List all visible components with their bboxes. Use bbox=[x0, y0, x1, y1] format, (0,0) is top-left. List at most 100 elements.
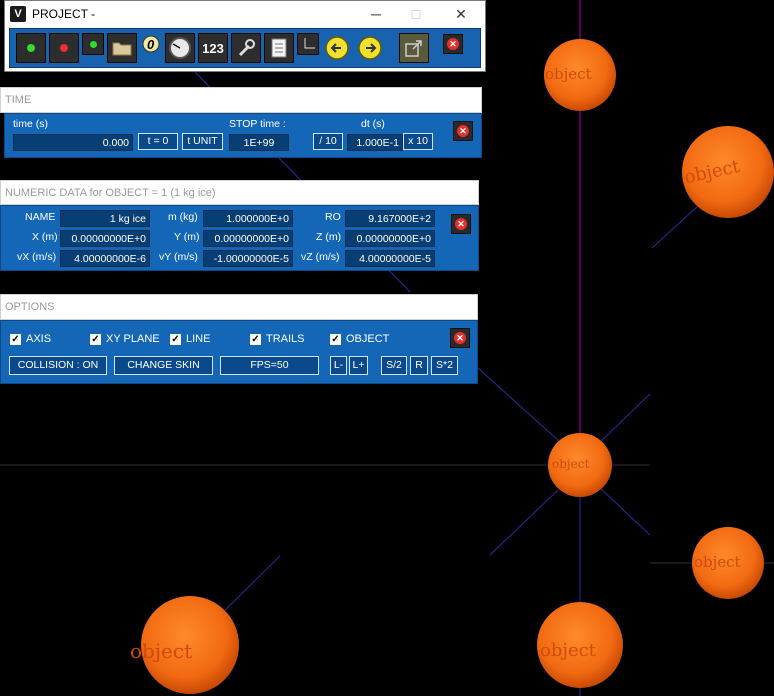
folder-icon bbox=[112, 42, 132, 56]
toolbar: 0 123 ✕ bbox=[9, 28, 481, 68]
popout-button[interactable] bbox=[399, 33, 429, 63]
divide-10-button[interactable]: / 10 bbox=[313, 133, 343, 150]
xy-plane-checkbox[interactable]: ✓XY PLANE bbox=[90, 333, 160, 345]
axis-checkbox-label: AXIS bbox=[26, 333, 52, 345]
close-options-panel-button[interactable]: ✕ bbox=[450, 328, 470, 348]
maximize-button[interactable]: □ bbox=[411, 6, 421, 22]
time-field[interactable]: 0.000 bbox=[13, 134, 133, 151]
axes-icon bbox=[304, 38, 315, 49]
line-checkbox[interactable]: ✓LINE bbox=[170, 333, 210, 345]
step-button[interactable] bbox=[82, 33, 104, 55]
scale-double-button[interactable]: S*2 bbox=[431, 356, 458, 375]
title-bar[interactable]: V PROJECT - ─ □ ✕ bbox=[5, 1, 485, 27]
small-green-dot-icon bbox=[89, 40, 97, 48]
x-field[interactable]: 0.00000000E+0 bbox=[60, 230, 150, 247]
clock-icon bbox=[169, 37, 191, 59]
stop-button[interactable] bbox=[49, 33, 79, 63]
tools-button[interactable] bbox=[231, 33, 261, 63]
red-dot-icon bbox=[60, 44, 68, 52]
time-panel: time (s) 0.000 t = 0 t UNIT STOP time : … bbox=[4, 113, 482, 158]
notes-button[interactable] bbox=[264, 33, 294, 63]
reset-button[interactable]: 0 bbox=[140, 33, 162, 55]
x-label: X (m) bbox=[32, 231, 58, 243]
close-window-button[interactable]: ✕ bbox=[455, 5, 467, 22]
trail-line bbox=[599, 487, 651, 536]
svg-text:0: 0 bbox=[147, 37, 155, 52]
y-label: Y (m) bbox=[174, 231, 200, 243]
scale-reset-button[interactable]: R bbox=[410, 356, 428, 375]
ro-label: RO bbox=[325, 211, 341, 223]
light-increase-button[interactable]: L+ bbox=[349, 356, 368, 375]
trail-line bbox=[599, 393, 651, 443]
sphere-label: object bbox=[552, 457, 589, 471]
sphere-object[interactable]: object bbox=[548, 433, 612, 497]
dt-field[interactable]: 1.000E-1 bbox=[347, 134, 403, 151]
numeric-button[interactable]: 123 bbox=[198, 33, 228, 63]
previous-button[interactable] bbox=[322, 33, 352, 63]
object-checkbox[interactable]: ✓OBJECT bbox=[330, 333, 389, 345]
close-time-panel-button[interactable]: ✕ bbox=[453, 121, 473, 141]
z-field[interactable]: 0.00000000E+0 bbox=[345, 230, 435, 247]
trail-line bbox=[214, 555, 281, 621]
axes-button[interactable] bbox=[297, 33, 319, 55]
popout-icon bbox=[405, 40, 422, 57]
close-toolbar-button[interactable]: ✕ bbox=[443, 34, 463, 54]
name-field[interactable]: 1 kg ice bbox=[60, 210, 150, 227]
trail-line bbox=[477, 367, 561, 443]
numeric-panel-header: NUMERIC DATA for OBJECT = 1 (1 kg ice) bbox=[0, 180, 479, 205]
name-label: NAME bbox=[25, 211, 56, 223]
fps-button[interactable]: FPS=50 bbox=[220, 356, 319, 375]
vz-label: vZ (m/s) bbox=[301, 251, 340, 263]
light-decrease-button[interactable]: L- bbox=[330, 356, 347, 375]
sphere-label: object bbox=[540, 640, 597, 661]
open-button[interactable] bbox=[107, 33, 137, 63]
vx-label: vX (m/s) bbox=[17, 251, 57, 263]
options-panel-header: OPTIONS bbox=[0, 294, 478, 320]
ro-field[interactable]: 9.167000E+2 bbox=[345, 210, 435, 227]
document-icon bbox=[271, 38, 287, 58]
sphere-object[interactable]: object bbox=[692, 527, 764, 599]
trail-line bbox=[489, 489, 559, 556]
tunit-button[interactable]: t UNIT bbox=[182, 133, 223, 150]
trails-checkbox[interactable]: ✓TRAILS bbox=[250, 333, 305, 345]
numeric-panel: NAME 1 kg ice m (kg) 1.000000E+0 RO 9.16… bbox=[0, 205, 479, 271]
vy-label: vY (m/s) bbox=[159, 251, 198, 263]
stop-time-field[interactable]: 1E+99 bbox=[229, 134, 289, 151]
green-dot-icon bbox=[27, 44, 35, 52]
mass-label: m (kg) bbox=[168, 211, 198, 223]
line-checkbox-label: LINE bbox=[186, 333, 211, 345]
vz-field[interactable]: 4.00000000E-5 bbox=[345, 250, 435, 267]
time-panel-header: TIME bbox=[0, 87, 482, 113]
z-label: Z (m) bbox=[316, 231, 342, 243]
window-title: PROJECT - bbox=[32, 7, 96, 21]
arrow-left-icon bbox=[325, 36, 349, 60]
vy-field[interactable]: -1.00000000E-5 bbox=[203, 250, 293, 267]
sphere-object[interactable]: object bbox=[544, 39, 616, 111]
minimize-button[interactable]: ─ bbox=[371, 6, 381, 22]
clock-button[interactable] bbox=[165, 33, 195, 63]
times-10-button[interactable]: x 10 bbox=[403, 133, 433, 150]
app-icon: V bbox=[10, 6, 26, 22]
t0-button[interactable]: t = 0 bbox=[138, 133, 178, 150]
sphere-object[interactable]: object bbox=[537, 602, 623, 688]
close-icon: ✕ bbox=[455, 218, 467, 230]
close-icon: ✕ bbox=[447, 38, 459, 50]
xy-plane-checkbox-label: XY PLANE bbox=[106, 333, 160, 345]
scale-half-button[interactable]: S/2 bbox=[381, 356, 407, 375]
time-label: time (s) bbox=[13, 118, 48, 130]
sphere-object[interactable]: object bbox=[130, 596, 239, 694]
next-button[interactable] bbox=[355, 33, 385, 63]
trails-checkbox-label: TRAILS bbox=[266, 333, 305, 345]
zero-icon: 0 bbox=[142, 35, 160, 53]
y-field[interactable]: 0.00000000E+0 bbox=[203, 230, 293, 247]
collision-button[interactable]: COLLISION : ON bbox=[9, 356, 107, 375]
axis-checkbox[interactable]: ✓AXIS bbox=[10, 333, 51, 345]
arrow-right-icon bbox=[358, 36, 382, 60]
vx-field[interactable]: 4.00000000E-6 bbox=[60, 250, 150, 267]
run-button[interactable] bbox=[16, 33, 46, 63]
mass-field[interactable]: 1.000000E+0 bbox=[203, 210, 293, 227]
close-numeric-panel-button[interactable]: ✕ bbox=[451, 214, 471, 234]
sphere-object[interactable]: object bbox=[682, 126, 774, 218]
change-skin-button[interactable]: CHANGE SKIN bbox=[114, 356, 213, 375]
